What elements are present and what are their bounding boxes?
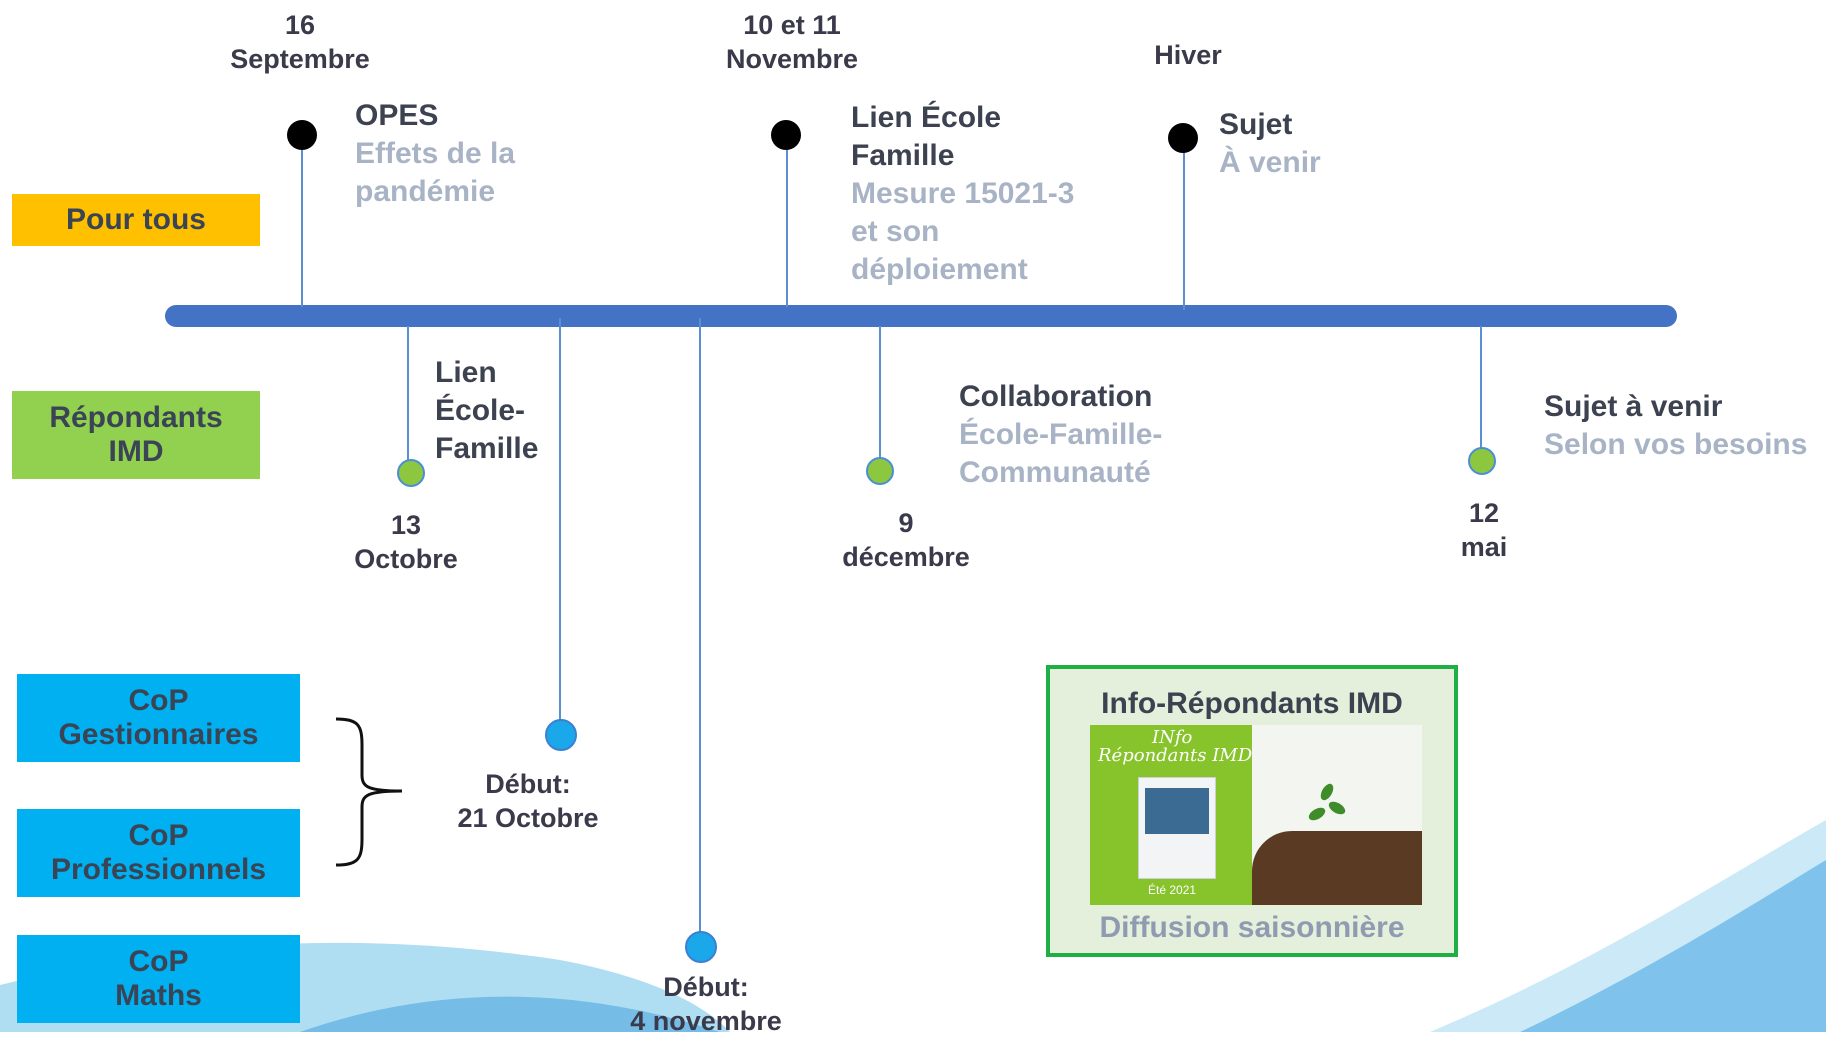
connector-line bbox=[559, 318, 561, 724]
category-repondants-line1: Répondants bbox=[49, 401, 223, 434]
info-box-footer: Diffusion saisonnière bbox=[1099, 911, 1405, 944]
info-repondants-box: Info-Répondants IMD INfo Répondants IMD … bbox=[1046, 665, 1458, 957]
category-repondants-imd: Répondants IMD bbox=[12, 391, 260, 479]
milestone-dot bbox=[1468, 447, 1496, 475]
category-cop-maths: CoP Maths bbox=[17, 935, 300, 1023]
date-label: 16 Septembre bbox=[230, 10, 370, 74]
milestone-dot bbox=[771, 120, 801, 150]
category-cop-professionnels-line1: CoP bbox=[128, 819, 189, 852]
date-label: Hiver bbox=[1154, 40, 1222, 70]
category-cop-gestionnaires: CoP Gestionnaires bbox=[17, 674, 300, 762]
date-label: 9 décembre bbox=[842, 508, 970, 572]
category-cop-gestionnaires-line2: Gestionnaires bbox=[58, 718, 259, 751]
soil-image bbox=[1252, 831, 1422, 905]
event-sujet-a-venir: Sujet à venir Selon vos besoins bbox=[1544, 390, 1808, 461]
connector-line bbox=[407, 326, 409, 474]
event-opes: OPES Effets de la pandémie bbox=[355, 99, 516, 208]
newsletter-thumbnail: INfo Répondants IMD Été 2021 bbox=[1090, 725, 1422, 905]
info-box-title: Info-Répondants IMD bbox=[1101, 687, 1403, 720]
date-label: Début: 21 Octobre bbox=[457, 769, 599, 833]
category-cop-professionnels: CoP Professionnels bbox=[17, 809, 300, 897]
milestone-dot bbox=[545, 719, 577, 751]
connector-line bbox=[699, 318, 701, 946]
event-sujet: Sujet À venir bbox=[1219, 108, 1321, 179]
date-label: 13 Octobre bbox=[354, 510, 458, 574]
date-label: 12 mai bbox=[1460, 498, 1508, 562]
connector-line bbox=[1480, 326, 1482, 462]
category-cop-professionnels-line2: Professionnels bbox=[50, 853, 267, 886]
brace-icon bbox=[335, 717, 403, 867]
milestone-dot bbox=[397, 459, 425, 487]
timeline-axis bbox=[165, 305, 1677, 327]
milestone-dot bbox=[1168, 123, 1198, 153]
connector-line bbox=[786, 137, 788, 307]
milestone-dot bbox=[685, 931, 717, 963]
event-lien-ecole-famille: Lien École Famille Mesure 15021-3 et son… bbox=[851, 101, 1075, 286]
milestone-dot bbox=[287, 120, 317, 150]
event-collaboration: Collaboration École-Famille- Communauté bbox=[959, 380, 1163, 489]
newsletter-cover bbox=[1138, 777, 1216, 879]
category-pour-tous: Pour tous bbox=[12, 194, 260, 246]
date-label: 10 et 11 Novembre bbox=[725, 10, 859, 74]
connector-line bbox=[1183, 140, 1185, 310]
category-cop-maths-line2: Maths bbox=[115, 979, 202, 1012]
event-lien-ecole-famille-imd: Lien École- Famille bbox=[435, 356, 539, 465]
thumbnail-title-line1: INfo bbox=[1152, 727, 1193, 748]
category-cop-maths-line1: CoP bbox=[128, 945, 189, 978]
connector-line bbox=[879, 326, 881, 472]
date-label: Début: 4 novembre bbox=[630, 972, 782, 1036]
category-cop-gestionnaires-line1: CoP bbox=[128, 684, 189, 717]
thumbnail-season: Été 2021 bbox=[1148, 883, 1197, 897]
thumbnail-title-line2: Répondants IMD bbox=[1098, 745, 1253, 766]
category-repondants-line2: IMD bbox=[108, 435, 164, 468]
milestone-dot bbox=[866, 457, 894, 485]
category-pour-tous-label: Pour tous bbox=[66, 203, 206, 236]
connector-line bbox=[301, 137, 303, 307]
